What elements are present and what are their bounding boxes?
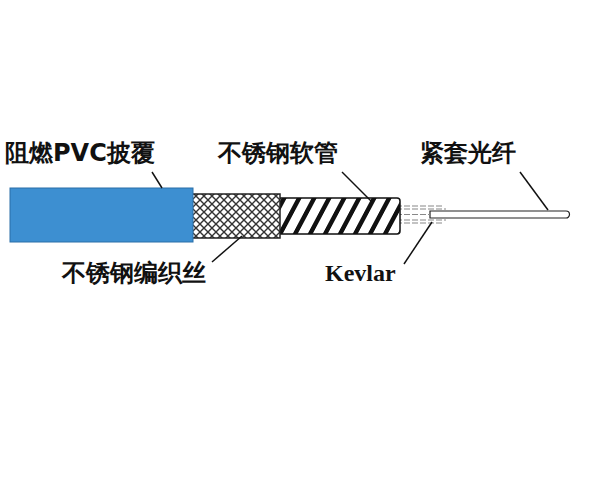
steel-tube [278,198,400,234]
part-label: 不锈钢软管 [218,138,338,168]
steel-braid [190,194,280,238]
part-label: 紧套光纤 [420,138,516,168]
part-label: Kevlar [325,258,396,288]
leader-lines [152,172,548,264]
part-label: 不锈钢编织丝 [62,258,206,288]
part-label: 阻燃PVC披覆 [5,138,155,168]
kevlar-strands [396,206,446,223]
pvc-jacket [10,188,193,242]
fiber [430,211,570,218]
